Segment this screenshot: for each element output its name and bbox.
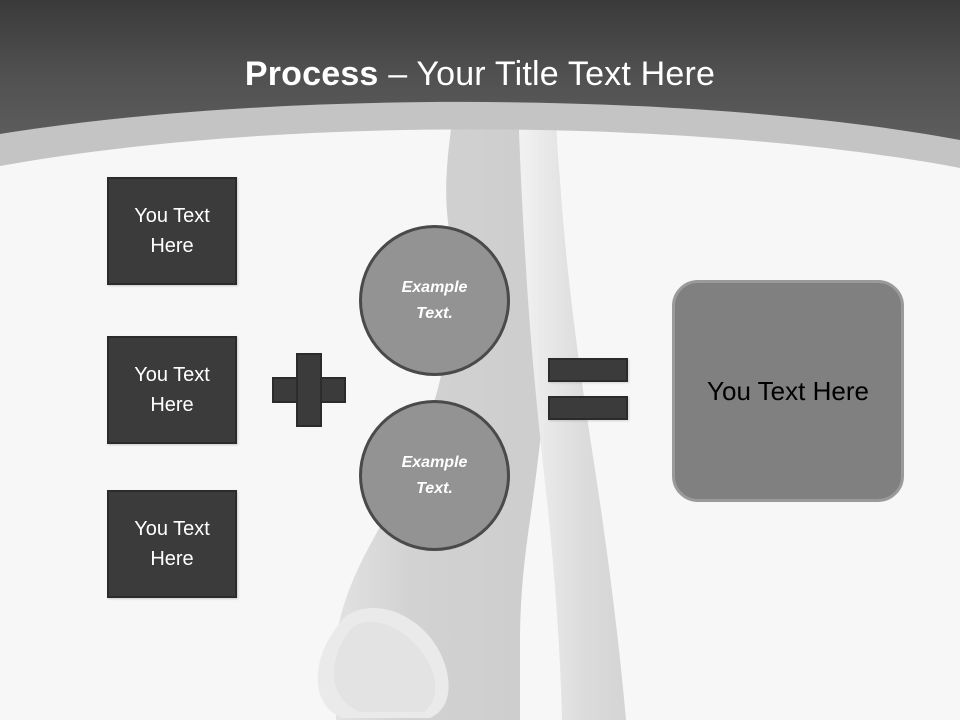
input-box-2-label: You Text Here [134, 364, 210, 416]
circle-node-1-label: Example Text. [401, 278, 468, 322]
equals-operator-icon [548, 358, 628, 420]
page-title-rest: – Your Title Text Here [378, 55, 716, 93]
circle-node-1[interactable]: Example Text. [359, 225, 510, 376]
plus-operator-icon [272, 353, 346, 427]
plus-center-fill [298, 379, 320, 401]
input-box-1[interactable]: You Text Here [107, 177, 237, 285]
input-box-1-label: You Text Here [134, 205, 210, 257]
equals-top-bar [548, 358, 628, 382]
equals-bottom-bar [548, 396, 628, 420]
input-box-3-label: You Text Here [134, 518, 210, 570]
page-title: Process – Your Title Text Here [0, 52, 960, 96]
input-box-3[interactable]: You Text Here [107, 490, 237, 598]
input-box-2[interactable]: You Text Here [107, 336, 237, 444]
result-box-label: You Text Here [707, 375, 869, 406]
result-box[interactable]: You Text Here [672, 280, 904, 502]
page-title-strong: Process [244, 55, 379, 93]
circle-node-2[interactable]: Example Text. [359, 400, 510, 551]
circle-node-2-label: Example Text. [401, 453, 468, 497]
